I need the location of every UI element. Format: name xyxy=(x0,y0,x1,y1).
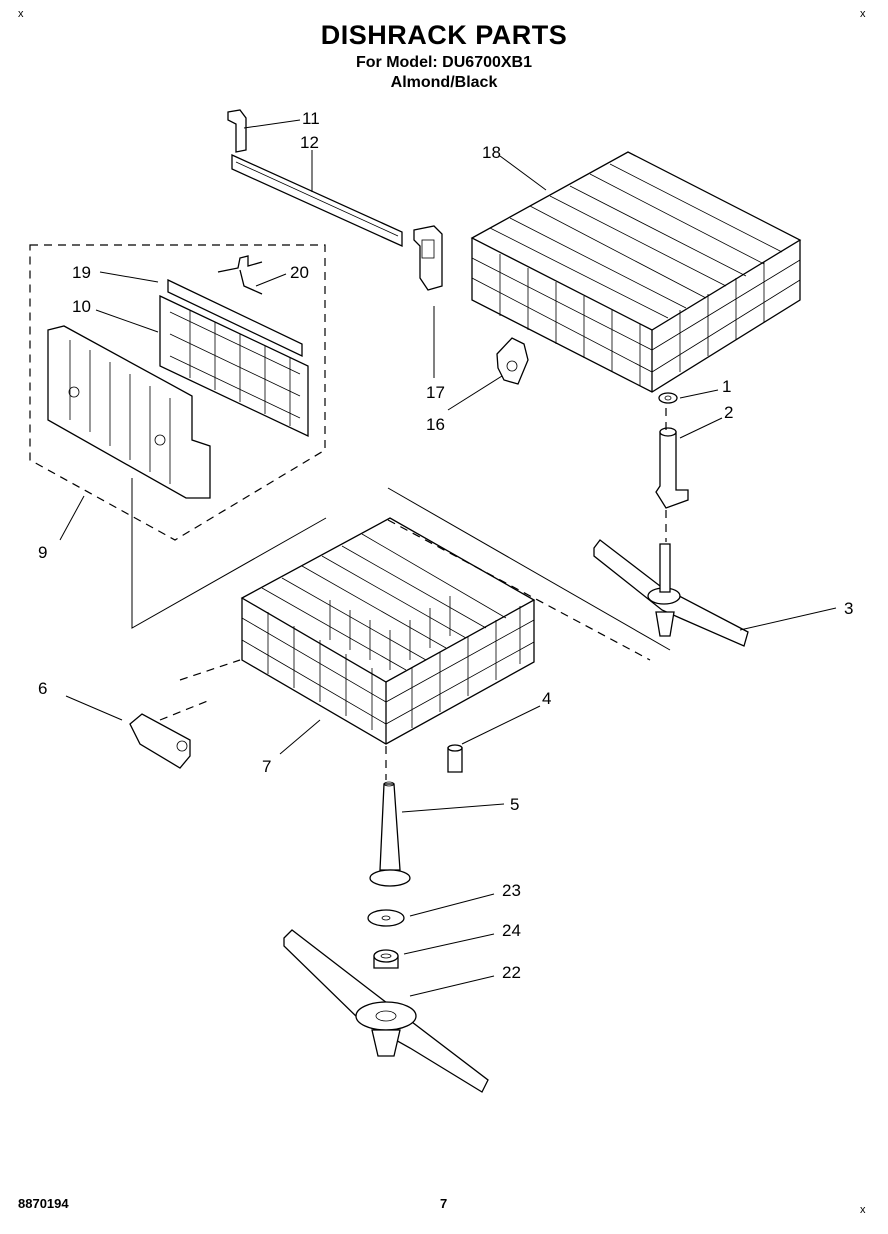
callout-24: 24 xyxy=(502,921,521,940)
part-10-filter-screen xyxy=(159,294,309,438)
alignment-line-panel xyxy=(131,478,327,629)
part-1-washer xyxy=(658,392,678,404)
part-group-outline xyxy=(29,244,326,541)
part-24-bearing xyxy=(373,949,399,969)
document-number: 8870194 xyxy=(18,1196,69,1211)
callout-10: 10 xyxy=(72,297,91,316)
callout-12: 12 xyxy=(300,133,319,152)
page-number: 7 xyxy=(440,1196,448,1211)
callout-3: 3 xyxy=(844,599,853,618)
part-12-rack-track xyxy=(231,153,403,248)
callout-22: 22 xyxy=(502,963,521,982)
callout-16: 16 xyxy=(426,415,445,434)
page-title: DISHRACK PARTS xyxy=(320,20,568,50)
callout-23: 23 xyxy=(502,881,521,900)
part-17-track-stop xyxy=(413,225,443,291)
corner-mark-top-left: x xyxy=(18,8,24,20)
callout-9: 9 xyxy=(38,543,47,562)
part-19-strip xyxy=(167,278,303,358)
corner-mark-top-right: x xyxy=(860,8,866,20)
alignment-line-rack-dashed xyxy=(387,519,651,661)
part-16-bracket xyxy=(496,337,529,385)
callout-4: 4 xyxy=(542,689,551,708)
part-6-roller-bracket xyxy=(129,713,191,769)
part-5-lower-tube xyxy=(369,781,411,887)
callout-18: 18 xyxy=(482,143,501,162)
leader-lines xyxy=(59,119,837,997)
part-20-clip xyxy=(217,255,263,295)
part-9-panel xyxy=(47,325,211,499)
model-number: For Model: DU6700XB1 xyxy=(355,54,533,71)
callout-5: 5 xyxy=(510,795,519,814)
alignment-line-rack xyxy=(387,487,671,651)
alignment-line-roller xyxy=(159,659,241,721)
callout-1: 1 xyxy=(722,377,731,396)
part-2-manifold xyxy=(655,427,689,509)
callout-20: 20 xyxy=(290,263,309,282)
part-4-spacer xyxy=(447,744,463,773)
part-7-lower-rack xyxy=(240,517,536,745)
part-11-end-cap xyxy=(227,109,247,153)
callout-6: 6 xyxy=(38,679,47,698)
callout-17: 17 xyxy=(426,383,445,402)
part-23-washer xyxy=(367,909,405,927)
part-22-lower-spray-arm xyxy=(283,929,489,1093)
callout-11: 11 xyxy=(302,109,320,128)
callout-7: 7 xyxy=(262,757,271,776)
part-3-upper-spray-arm xyxy=(593,539,749,647)
callout-2: 2 xyxy=(724,403,733,422)
color-variant: Almond/Black xyxy=(390,74,498,91)
callout-19: 19 xyxy=(72,263,91,282)
part-18-upper-rack xyxy=(470,151,802,393)
corner-mark-bottom-right: x xyxy=(860,1204,866,1216)
